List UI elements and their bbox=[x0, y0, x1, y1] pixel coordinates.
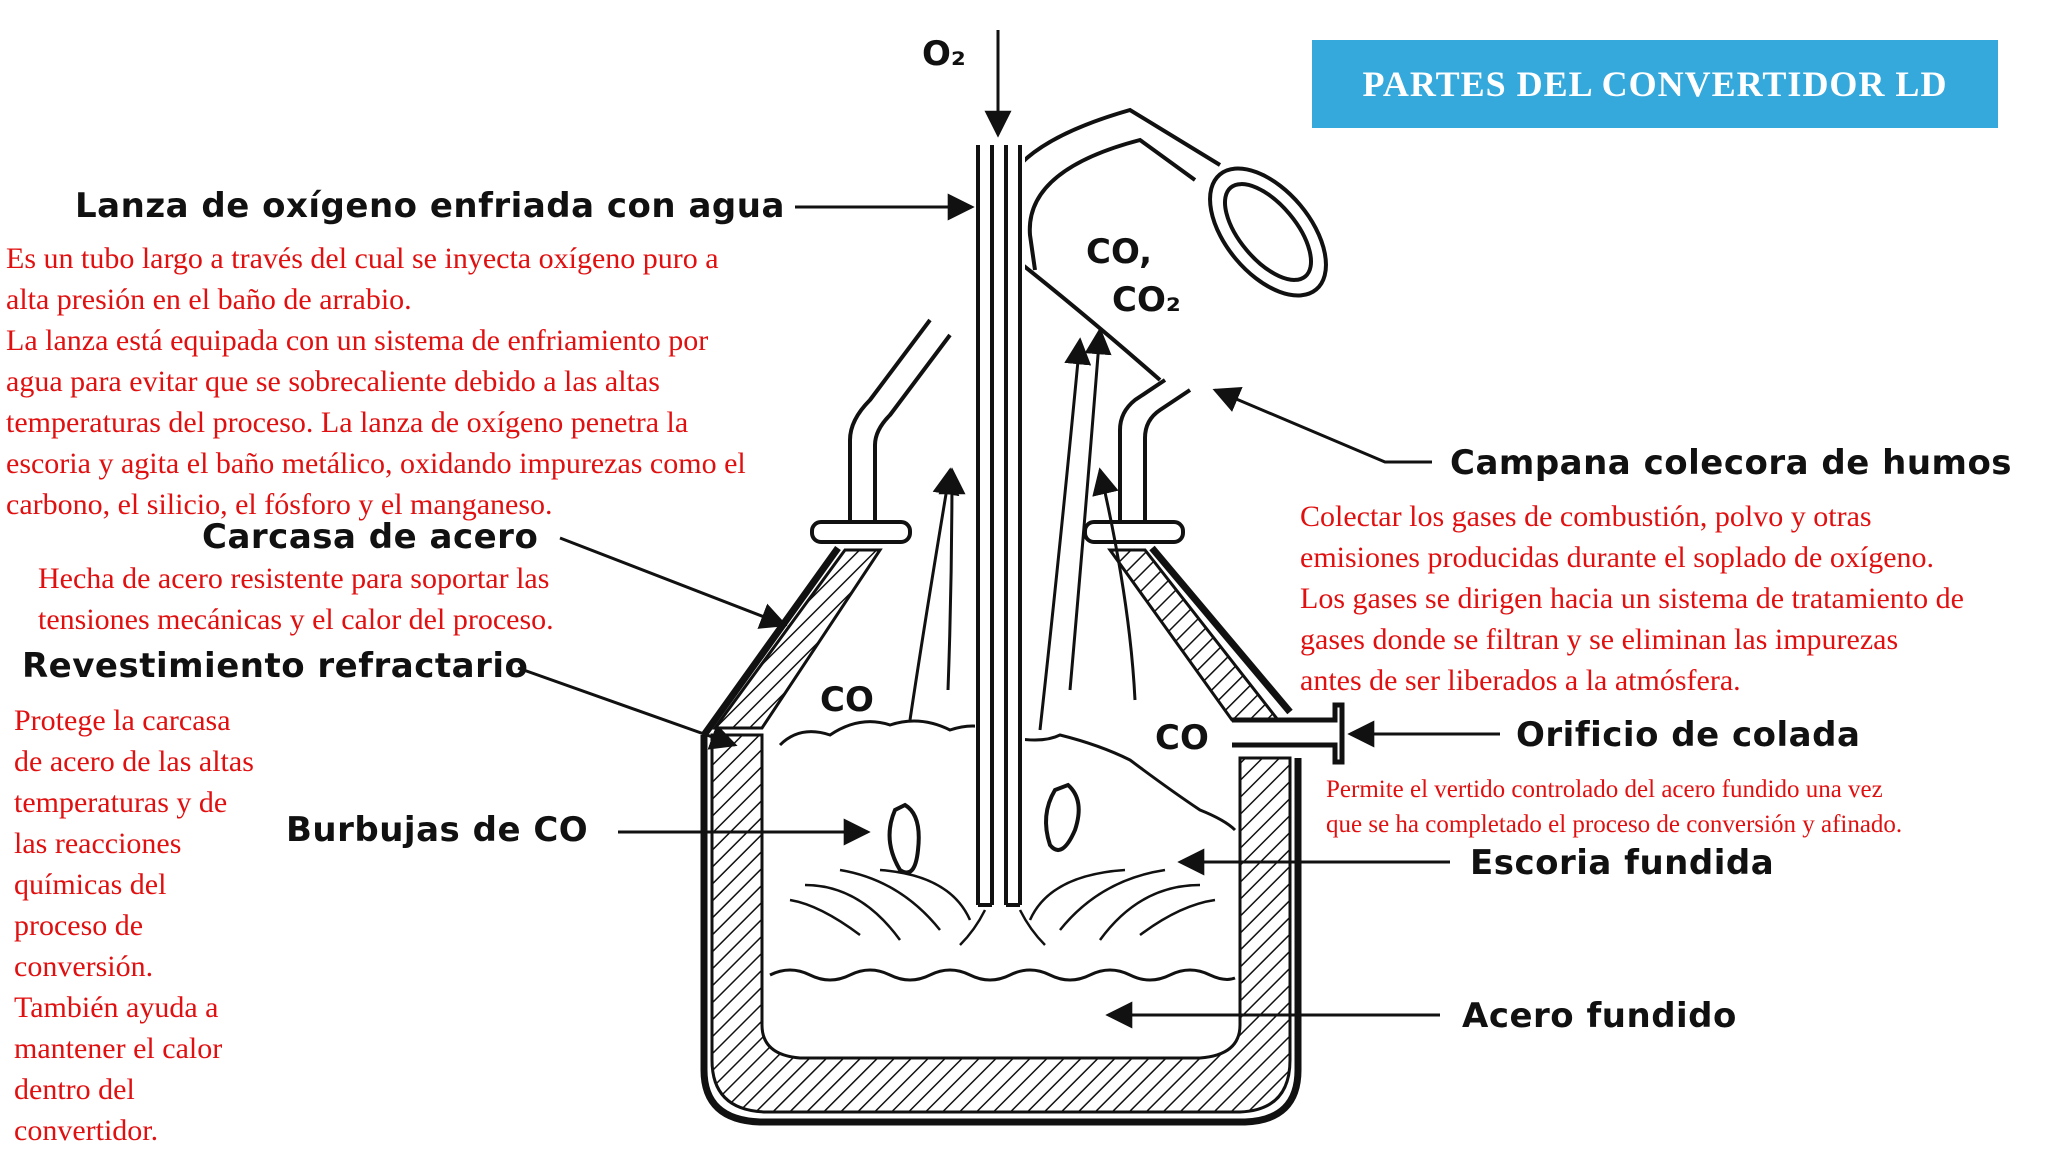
campana-leader bbox=[1212, 387, 1432, 464]
description-carcasa: Hecha de acero resistente para soportar … bbox=[38, 558, 554, 640]
bath-surface bbox=[769, 968, 1236, 982]
co-co2-label-line1: CO, bbox=[1086, 232, 1153, 272]
hood-flanges bbox=[810, 520, 1185, 544]
description-line: las reacciones bbox=[14, 827, 182, 860]
bath-agitation bbox=[789, 868, 1216, 946]
description-line: emisiones producidas durante el soplado … bbox=[1300, 541, 1935, 574]
label-burbujas: Burbujas de CO bbox=[286, 810, 589, 850]
leader-arrows bbox=[517, 193, 1500, 1029]
co-co2-label-line2: CO₂ bbox=[1112, 280, 1181, 320]
o2-label: O₂ bbox=[922, 34, 966, 74]
label-acero: Acero fundido bbox=[1462, 996, 1737, 1036]
description-line: Permite el vertido controlado del acero … bbox=[1326, 776, 1883, 803]
description-line: Los gases se dirigen hacia un sistema de… bbox=[1300, 582, 1964, 615]
description-line: carbono, el silicio, el fósforo y el man… bbox=[6, 488, 553, 521]
co-bubbles bbox=[887, 782, 1081, 875]
gas-flow-arrows bbox=[908, 327, 1137, 731]
description-line: antes de ser liberados a la atmósfera. bbox=[1300, 664, 1741, 697]
label-orificio: Orificio de colada bbox=[1516, 715, 1861, 755]
description-line: Es un tubo largo a través del cual se in… bbox=[6, 242, 719, 275]
description-line: dentro del bbox=[14, 1073, 135, 1106]
description-line: La lanza está equipada con un sistema de… bbox=[6, 324, 709, 357]
label-escoria: Escoria fundida bbox=[1470, 843, 1775, 883]
label-lanza: Lanza de oxígeno enfriada con agua bbox=[75, 186, 785, 226]
tap-hole bbox=[1232, 702, 1345, 765]
page-title: PARTES DEL CONVERTIDOR LD bbox=[1312, 40, 1998, 128]
label-revestimiento: Revestimiento refractario bbox=[22, 646, 529, 686]
description-line: Protege la carcasa bbox=[14, 704, 231, 737]
description-line: mantener el calor bbox=[14, 1032, 223, 1065]
description-line: agua para evitar que se sobrecaliente de… bbox=[6, 365, 660, 398]
description-line: convertidor. bbox=[14, 1114, 159, 1147]
description-lanza: Es un tubo largo a través del cual se in… bbox=[6, 238, 746, 525]
label-carcasa: Carcasa de acero bbox=[202, 517, 539, 557]
description-line: proceso de bbox=[14, 909, 144, 942]
description-line: de acero de las altas bbox=[14, 745, 254, 778]
fume-hood bbox=[848, 107, 1328, 520]
co-label-right: CO bbox=[1155, 718, 1209, 758]
description-line: Colectar los gases de combustión, polvo … bbox=[1300, 500, 1872, 533]
description-line: conversión. bbox=[14, 950, 154, 983]
label-campana: Campana colecora de humos bbox=[1450, 443, 2013, 483]
carcasa-leader bbox=[559, 536, 788, 629]
description-line: alta presión en el baño de arrabio. bbox=[6, 283, 412, 316]
refractory-lining bbox=[710, 548, 1292, 1114]
description-line: químicas del bbox=[14, 868, 167, 901]
steel-shell bbox=[700, 545, 1302, 1126]
description-line: temperaturas y de bbox=[14, 786, 228, 819]
description-orificio: Permite el vertido controlado del acero … bbox=[1326, 772, 1902, 842]
description-line: tensiones mecánicas y el calor del proce… bbox=[38, 603, 554, 636]
description-line: que se ha completado el proceso de conve… bbox=[1326, 811, 1903, 838]
co-label-left: CO bbox=[820, 680, 874, 720]
description-campana: Colectar los gases de combustión, polvo … bbox=[1300, 496, 1964, 701]
description-line: También ayuda a bbox=[14, 991, 219, 1024]
revestimiento-leader bbox=[517, 666, 738, 750]
description-line: Hecha de acero resistente para soportar … bbox=[38, 562, 550, 595]
description-revestimiento: Protege la carcasa de acero de las altas… bbox=[14, 700, 254, 1151]
description-line: escoria y agita el baño metálico, oxidan… bbox=[6, 447, 746, 480]
oxygen-lance bbox=[975, 145, 1025, 907]
description-line: temperaturas del proceso. La lanza de ox… bbox=[6, 406, 689, 439]
description-line: gases donde se filtran y se eliminan las… bbox=[1300, 623, 1899, 656]
